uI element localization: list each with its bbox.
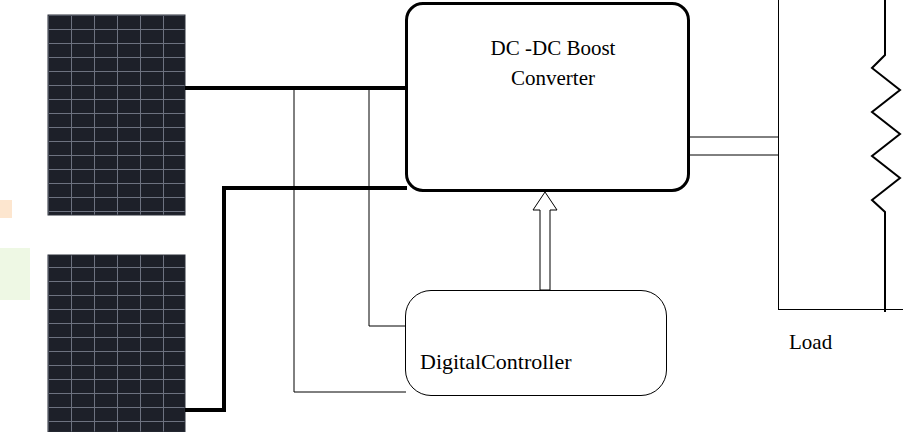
resistor-symbol — [872, 0, 900, 312]
background-mark — [0, 200, 12, 218]
connector — [690, 155, 778, 156]
connector — [690, 137, 778, 138]
background-mark — [0, 248, 30, 300]
converter-box: DC -DC Boost Converter — [405, 2, 690, 192]
solar-panel — [48, 15, 185, 215]
solar-panel — [48, 255, 185, 432]
load-box: Load — [778, 0, 903, 310]
connector — [533, 192, 557, 290]
node-label: Load — [789, 329, 832, 355]
sense-wire — [369, 88, 406, 326]
power-wire — [185, 86, 407, 90]
node-label: DigitalController — [420, 349, 572, 375]
controller-box: DigitalController — [405, 290, 667, 396]
power-wire — [185, 188, 407, 410]
sense-wire — [294, 88, 406, 392]
node-label: DC -DC Boost Converter — [468, 33, 638, 93]
